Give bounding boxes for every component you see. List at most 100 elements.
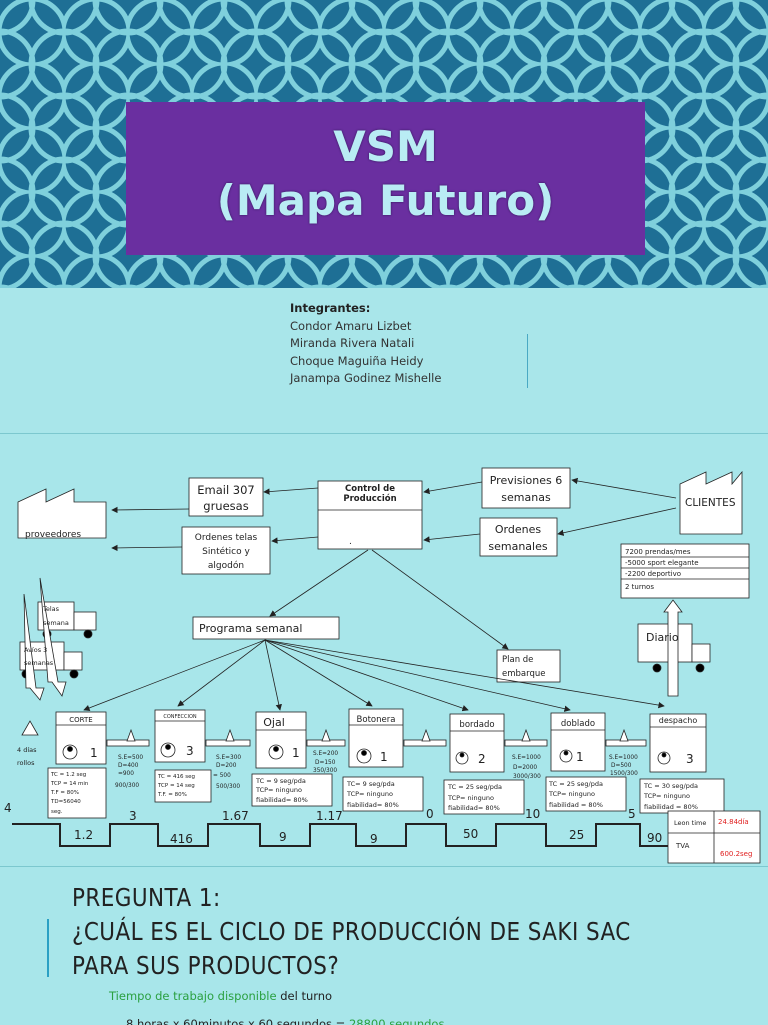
title-line-1: VSM (333, 122, 438, 171)
demand-line: -5000 sport elegante (625, 559, 699, 567)
process-data: TC = 30 seg/pda (643, 782, 698, 790)
process-data-box (251, 773, 333, 807)
orders-fabric-label: Ordenes telas (195, 533, 258, 543)
vsm-diagram: proveedores CLIENTES Control de Producci… (4, 467, 761, 864)
supermarket-data: S.E=1000 (512, 755, 541, 761)
process-data-box (154, 769, 212, 803)
process-data-box (639, 778, 725, 814)
process-data: seg. (51, 809, 63, 815)
calculation-expression: 8 horas x 60minutos x 60 segundos = (126, 1017, 349, 1025)
calculation-result: 28800 segundos (348, 1017, 445, 1025)
operator-count: 3 (186, 744, 194, 758)
orders-fabric-label: algodón (208, 560, 244, 571)
weekly-orders-box (479, 517, 558, 557)
demand-line: 2 turnos (625, 583, 654, 591)
members-label: Integrantes: (290, 301, 371, 315)
process-data: TC= 9 seg/pda (346, 780, 395, 788)
process-data: fiabilidad= 80% (347, 801, 399, 809)
control-box (317, 480, 423, 550)
lead-time-value: 24.84día (718, 818, 749, 826)
process-data: T.F. = 80% (157, 792, 187, 798)
process-data: TC = 25 seg/pda (548, 780, 603, 788)
supermarket-data: D=2000 (513, 765, 537, 771)
orders-fabric-label: Sintético y (202, 546, 250, 557)
available-time-text: Tiempo de trabajo disponible del turno (109, 989, 332, 1003)
process-box (255, 711, 307, 769)
supermarket-data: D=150 (315, 760, 336, 766)
truck-label: Avíos 3 (24, 646, 47, 654)
forecast-box (481, 467, 571, 509)
control-label: Producción (343, 493, 396, 504)
tva-value: 600.2seg (720, 850, 752, 858)
question-line: PREGUNTA 1: (72, 883, 221, 912)
inventory-label: rollos (17, 759, 35, 767)
push-arrow-icon (39, 577, 67, 697)
inventory-triangle-icon (421, 728, 431, 742)
title-line-2: (Mapa Futuro) (216, 176, 555, 225)
process-data: TCP= ninguno (255, 786, 302, 794)
process-data: fiabilidad = 80% (644, 803, 698, 811)
inventory-triangle-icon (21, 720, 39, 736)
available-time-label: Tiempo de trabajo disponible (109, 989, 277, 1003)
process-data-box (443, 779, 525, 815)
operator-count: 1 (576, 750, 584, 764)
timeline-wait: 4 (4, 801, 12, 815)
timeline-process: 1.2 (74, 828, 93, 842)
process-name: despacho (659, 716, 698, 725)
email-label: Email 307 (197, 483, 255, 497)
forecast-label: Previsiones 6 (490, 474, 563, 487)
demand-line: 7200 prendas/mes (625, 548, 691, 556)
timeline-process: 90 (647, 831, 662, 845)
member-name: Condor Amaru Lizbet (290, 318, 412, 333)
available-time-suffix: del turno (276, 989, 333, 1003)
process-box (550, 712, 606, 772)
process-data-box (342, 776, 424, 812)
timeline-wait: 1.17 (316, 809, 343, 823)
process-data: TCP= ninguno (643, 792, 690, 800)
timeline-process: 416 (170, 832, 193, 846)
supermarket-data: S.E=1000 (609, 755, 638, 761)
process-data: TCP= ninguno (447, 794, 494, 802)
inventory-triangle-icon (225, 728, 235, 742)
supermarket-data: D=500 (611, 763, 632, 769)
process-name: Ojal (263, 716, 285, 729)
timeline-wait: 10 (525, 807, 540, 821)
process-data-box (47, 767, 107, 819)
inventory-triangle-icon (126, 728, 136, 742)
process-data: TC = 25 seg/pda (447, 783, 502, 791)
timeline-process: 9 (279, 830, 287, 844)
member-name: Janampa Godinez Mishelle (290, 371, 442, 385)
inventory-label: 4 días (17, 746, 37, 754)
control-label: Control de (345, 484, 395, 494)
lead-time-label: Leon time (674, 819, 706, 827)
customers-label: CLIENTES (685, 497, 736, 509)
orders-fabric-box (181, 526, 271, 575)
process-data: T.F = 80% (50, 790, 79, 796)
supermarket-data: 900/300 (115, 783, 139, 789)
supermarket-data: S.E=300 (216, 755, 241, 761)
operator-count: 1 (90, 746, 98, 760)
process-data: TCP= ninguno (346, 790, 393, 798)
timeline-process: 50 (463, 827, 478, 841)
operator-count: 2 (478, 752, 486, 766)
process-name: doblado (561, 719, 595, 729)
email-box (188, 477, 264, 517)
accent-bar (47, 919, 49, 977)
inventory-triangle-icon (521, 728, 531, 742)
operator-count: 1 (292, 746, 300, 760)
weekly-program-label: Programa semanal (199, 622, 302, 635)
supermarket-data: D=200 (216, 763, 237, 769)
process-data-box (545, 776, 627, 812)
truck-label: semana (43, 619, 69, 627)
question-heading: PREGUNTA 1: ¿CUÁL ES EL CICLO DE PRODUCC… (72, 881, 631, 983)
title-slide: VSM (Mapa Futuro) Integrantes: Condor Am… (0, 0, 768, 432)
supermarket-data: 350/300 (313, 768, 337, 774)
demand-box (620, 543, 750, 599)
process-data: TCP = 14 seg (157, 783, 195, 789)
process-data: TC = 1.2 seg (50, 772, 86, 778)
daily-label: Diario (646, 631, 679, 644)
truck-label: semanas (24, 659, 54, 667)
timeline (12, 823, 668, 847)
supermarket-data: D=400 (118, 763, 139, 769)
customer-factory-icon (679, 470, 743, 535)
